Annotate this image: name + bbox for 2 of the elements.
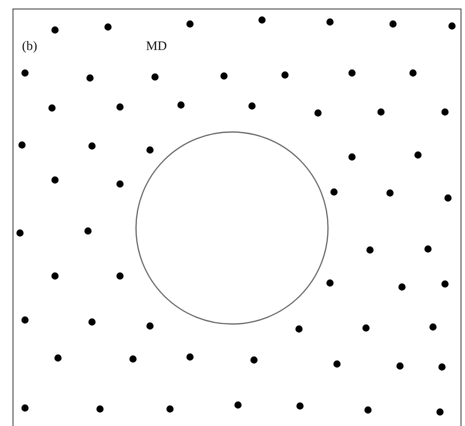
panel-label: (b) bbox=[22, 39, 38, 52]
method-label: MD bbox=[146, 39, 167, 52]
